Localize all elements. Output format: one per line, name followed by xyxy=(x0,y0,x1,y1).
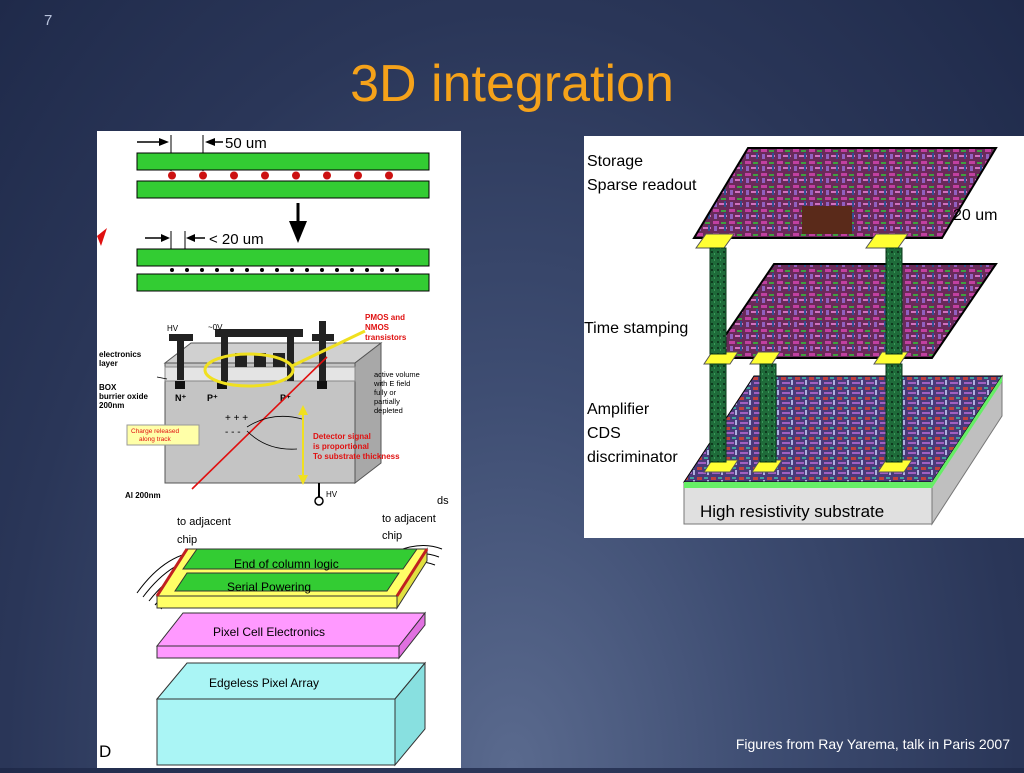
electronics-strip xyxy=(164,366,356,382)
hv-top-label: HV xyxy=(167,324,179,333)
bump-row-1 xyxy=(168,171,393,180)
n-plus-label: N⁺ xyxy=(175,393,186,403)
active-label-5: depleted xyxy=(374,406,403,415)
charge-label-2: along track xyxy=(139,436,172,443)
right-figure-svg: High resistivity substrate Storage Spars… xyxy=(584,147,1003,526)
active-label-3: fully or xyxy=(374,388,397,397)
right-figure: High resistivity substrate Storage Spars… xyxy=(584,136,1024,538)
charge-label-1: Charge released xyxy=(131,428,179,435)
active-label-2: with E field xyxy=(373,379,410,388)
box-label: BOX xyxy=(99,383,117,392)
d-letter: D xyxy=(99,742,111,761)
red-mark xyxy=(97,228,107,246)
pitch-20-diagram: < 20 um xyxy=(136,231,430,292)
bump-row-2 xyxy=(170,268,399,272)
discriminator-label: discriminator xyxy=(587,449,678,466)
charge-symbols-2: - - - xyxy=(225,427,241,438)
down-arrow xyxy=(289,203,307,243)
bond-pads xyxy=(695,233,913,473)
edgeless-label: Edgeless Pixel Array xyxy=(209,676,319,690)
detector-label-2: is proportional xyxy=(313,442,369,451)
cds-label: CDS xyxy=(587,425,621,442)
serial-label: Serial Powering xyxy=(227,580,311,594)
left-figure-svg: 50 um < 20 um xyxy=(97,135,461,767)
pitch-arrowhead-left xyxy=(159,138,169,146)
time-stamping-label: Time stamping xyxy=(584,320,688,337)
substrate-block: High resistivity substrate xyxy=(683,374,1003,526)
adjacent-left-2: chip xyxy=(177,534,197,546)
pitch-20-label: < 20 um xyxy=(209,231,264,248)
slide-number: 7 xyxy=(44,12,53,29)
middle-chip-layer xyxy=(708,263,998,359)
wafer-top-2 xyxy=(136,248,430,267)
active-label-4: partially xyxy=(374,397,400,406)
layer-label: layer xyxy=(99,359,118,368)
adjacent-right-1: to adjacent xyxy=(382,513,436,525)
wafer-bottom-1 xyxy=(136,180,430,199)
burrier-label: burrier oxide xyxy=(99,392,148,401)
slide-title: 3D integration xyxy=(350,55,674,113)
top-chip-block xyxy=(802,206,852,234)
pmos-label: PMOS and xyxy=(365,313,405,322)
detector-label-1: Detector signal xyxy=(313,432,371,441)
p-plus-label-1: P⁺ xyxy=(207,393,218,403)
detector-label-3: To substrate thickness xyxy=(313,452,400,461)
pitch-arrowhead-right xyxy=(205,138,215,146)
wafer-bottom-2 xyxy=(136,273,430,292)
adjacent-left-1: to adjacent xyxy=(177,516,231,528)
ds-label: ds xyxy=(437,495,449,507)
substrate-label: High resistivity substrate xyxy=(700,502,884,521)
pitch-50-label: 50 um xyxy=(225,135,267,152)
top-chip-layer xyxy=(692,147,998,239)
pitch-50-diagram: 50 um xyxy=(136,135,430,199)
soi-detector-diagram: HV ~0V PMOS and NMOS transistors electro… xyxy=(97,313,461,507)
storage-label: Storage xyxy=(587,153,643,170)
serial-layer-front xyxy=(156,595,398,609)
pixel-array-front xyxy=(156,698,396,766)
eoc-band xyxy=(182,548,418,570)
stack-diagram: to adjacent chip to adjacent chip End of… xyxy=(99,513,443,767)
vertical-pillars xyxy=(709,247,903,463)
amplifier-label: Amplifier xyxy=(587,401,650,418)
hv-bottom-label: HV xyxy=(326,490,338,499)
figure-caption: Figures from Ray Yarema, talk in Paris 2… xyxy=(735,736,1010,752)
particle-track xyxy=(191,356,328,490)
pixel-cell-layer-front xyxy=(156,645,400,659)
charge-box xyxy=(126,424,200,446)
ov-label: ~0V xyxy=(208,323,223,332)
active-label-1: active volume xyxy=(374,370,420,379)
electronics-label: electronics xyxy=(99,350,142,359)
pixel-cell-label: Pixel Cell Electronics xyxy=(213,625,325,639)
highlight-pointer xyxy=(291,329,366,368)
nm200-label: 200nm xyxy=(99,401,124,410)
adjacent-right-2: chip xyxy=(382,530,402,542)
nmos-label: NMOS xyxy=(365,323,390,332)
sparse-label: Sparse readout xyxy=(587,177,697,194)
wafer-top-1 xyxy=(136,152,430,171)
left-figure: 50 um < 20 um xyxy=(97,131,461,768)
charge-symbols-1: + + + xyxy=(225,413,248,424)
transistor-highlight xyxy=(203,352,295,388)
transistors-label: transistors xyxy=(365,333,407,342)
eoc-label: End of column logic xyxy=(234,557,339,571)
um20-label: 20 um xyxy=(953,207,997,224)
al-label: Al 200nm xyxy=(125,491,161,500)
serial-band xyxy=(174,572,400,592)
